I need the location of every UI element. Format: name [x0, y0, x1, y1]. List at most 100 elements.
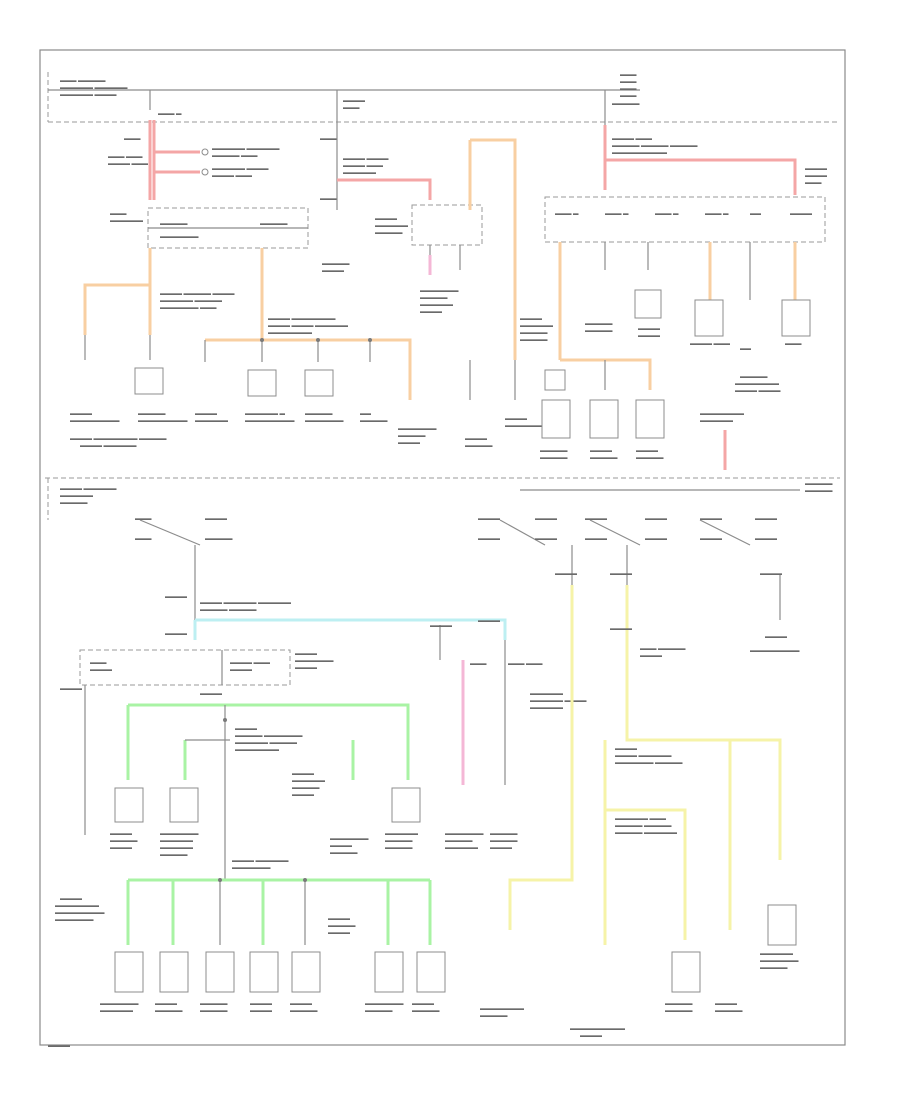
svg-text:▬▬▬▬▬▬: ▬▬▬▬▬▬: [160, 838, 194, 844]
svg-text:▬▬▬▬▬▬▬: ▬▬▬▬▬▬▬: [232, 865, 271, 871]
svg-text:▬▬▬▬▬ ▬▬▬▬▬▬: ▬▬▬▬▬ ▬▬▬▬▬▬: [615, 830, 678, 836]
center-fuse-group: ▬▬▬▬ ▬▬▬ ▬▬▬ ▬▬▬▬ ▬▬▬▬ ▬▬▬▬ ▬▬▬ ▬▬▬▬▬▬ ▬…: [320, 98, 483, 315]
svg-text:▬▬▬▬: ▬▬▬▬: [420, 309, 443, 315]
svg-text:▬▬▬▬: ▬▬▬▬: [250, 1001, 273, 1007]
svg-text:▬▬▬▬▬: ▬▬▬▬▬: [520, 337, 548, 343]
svg-text:▬▬▬▬▬: ▬▬▬▬▬: [328, 923, 356, 929]
svg-text:▬▬▬▬ ▬▬▬: ▬▬▬▬ ▬▬▬: [108, 161, 149, 167]
svg-text:▬▬▬ ▬▬▬: ▬▬▬ ▬▬▬: [508, 661, 543, 667]
svg-text:▬▬▬▬▬: ▬▬▬▬▬: [540, 448, 568, 454]
svg-text:▬▬▬▬▬: ▬▬▬▬▬: [200, 1001, 228, 1007]
svg-text:▬▬▬▬: ▬▬▬▬: [328, 930, 351, 936]
svg-text:▬▬▬▬▬▬: ▬▬▬▬▬▬: [195, 418, 229, 424]
svg-text:▬▬▬▬▬▬ ▬▬▬▬: ▬▬▬▬▬▬ ▬▬▬▬: [60, 92, 117, 98]
svg-text:▬▬▬▬▬: ▬▬▬▬▬: [305, 411, 333, 417]
svg-text:▬▬▬▬▬▬ ▬▬▬▬▬▬: ▬▬▬▬▬▬ ▬▬▬▬▬▬: [212, 146, 280, 152]
svg-text:▬▬▬▬▬: ▬▬▬▬▬: [585, 321, 613, 327]
svg-text:▬▬▬▬▬▬: ▬▬▬▬▬▬: [445, 845, 479, 851]
svg-text:▬▬▬▬▬: ▬▬▬▬▬: [665, 1008, 693, 1014]
svg-text:▬▬▬▬▬▬ ▬▬▬▬: ▬▬▬▬▬▬ ▬▬▬▬: [530, 698, 587, 704]
svg-text:▬▬▬▬▬▬▬▬: ▬▬▬▬▬▬▬▬: [235, 747, 280, 753]
svg-text:▬▬▬▬▬▬▬▬▬: ▬▬▬▬▬▬▬▬▬: [750, 648, 800, 654]
svg-text:▬▬▬▬: ▬▬▬▬: [610, 571, 633, 577]
orange-branch-middle: ▬▬▬▬ ▬▬▬▬▬▬▬▬ ▬▬▬▬ ▬▬▬▬ ▬▬▬▬▬▬ ▬▬▬▬▬▬▬▬ …: [195, 248, 437, 446]
svg-text:▬▬▬▬: ▬▬▬▬: [295, 651, 318, 657]
svg-text:▬▬▬▬: ▬▬▬▬: [640, 653, 663, 659]
svg-text:▬▬▬▬: ▬▬▬▬: [60, 896, 83, 902]
svg-text:▬▬▬▬▬▬: ▬▬▬▬▬▬: [520, 323, 554, 329]
svg-text:▬▬▬▬▬▬▬: ▬▬▬▬▬▬▬: [295, 658, 334, 664]
svg-text:▬▬▬▬: ▬▬▬▬: [290, 1001, 313, 1007]
svg-text:▬▬▬▬▬: ▬▬▬▬▬: [490, 838, 518, 844]
svg-text:▬▬▬: ▬▬▬: [110, 211, 127, 217]
svg-text:▬▬▬▬▬▬: ▬▬▬▬▬▬: [530, 691, 564, 697]
svg-text:▬▬▬▬: ▬▬▬▬: [645, 536, 668, 542]
svg-text:▬▬▬▬: ▬▬▬▬: [322, 268, 345, 274]
svg-text:▬▬▬▬▬▬ ▬▬▬▬▬▬: ▬▬▬▬▬▬ ▬▬▬▬▬▬: [60, 85, 128, 91]
svg-text:▬▬▬▬: ▬▬▬▬: [765, 634, 788, 640]
svg-text:▬▬▬▬: ▬▬▬▬: [638, 333, 661, 339]
svg-text:▬▬▬▬: ▬▬▬▬: [645, 516, 668, 522]
svg-text:▬▬▬ ▬: ▬▬▬ ▬: [655, 211, 679, 217]
svg-text:▬▬▬▬▬▬▬: ▬▬▬▬▬▬▬: [160, 234, 199, 240]
right-fuse-row: ▬▬▬▬▬ ▬▬▬▬ ▬▬▬ ▬▬▬▬▬ ▬▬▬▬▬ ▬▬▬▬▬ ▬▬▬▬▬▬▬…: [544, 101, 828, 394]
svg-text:▬▬▬▬▬▬▬▬▬: ▬▬▬▬▬▬▬▬▬: [138, 418, 188, 424]
svg-text:▬▬▬▬: ▬▬▬▬: [520, 316, 543, 322]
svg-text:▬▬▬: ▬▬▬: [124, 136, 141, 142]
svg-text:▬▬▬▬▬▬ ▬: ▬▬▬▬▬▬ ▬: [245, 411, 286, 417]
svg-text:▬▬▬▬▬▬▬ ▬▬▬▬▬: ▬▬▬▬▬▬▬ ▬▬▬▬▬: [615, 760, 683, 766]
svg-text:▬▬▬▬▬▬▬: ▬▬▬▬▬▬▬: [505, 423, 544, 429]
svg-text:▬▬▬▬: ▬▬▬▬: [205, 516, 228, 522]
svg-text:▬▬▬▬: ▬▬▬▬: [585, 516, 608, 522]
svg-text:▬▬▬▬▬ ▬▬▬▬▬: ▬▬▬▬▬ ▬▬▬▬▬: [200, 607, 257, 613]
svg-text:▬▬▬▬: ▬▬▬▬: [805, 173, 828, 179]
svg-text:▬▬▬▬▬▬: ▬▬▬▬▬▬: [385, 831, 419, 837]
svg-text:▬▬▬▬: ▬▬▬▬: [555, 571, 578, 577]
svg-text:▬▬▬: ▬▬▬: [805, 180, 822, 186]
svg-text:▬▬▬ ▬▬▬▬▬: ▬▬▬ ▬▬▬▬▬: [640, 646, 686, 652]
svg-text:▬▬▬▬▬: ▬▬▬▬▬: [636, 455, 664, 461]
svg-text:▬▬▬: ▬▬▬: [620, 72, 637, 78]
svg-text:▬▬▬▬: ▬▬▬▬: [70, 411, 93, 417]
svg-text:▬▬▬▬▬▬ ▬▬▬▬: ▬▬▬▬▬▬ ▬▬▬▬: [212, 166, 269, 172]
svg-text:▬▬▬▬▬: ▬▬▬▬▬: [445, 838, 473, 844]
svg-text:▬▬▬▬▬▬▬▬▬▬: ▬▬▬▬▬▬▬▬▬▬: [612, 150, 668, 156]
underhood-fuse-block-region: ▬▬▬ ▬▬▬▬▬ ▬▬▬▬▬▬ ▬▬▬▬▬▬ ▬▬▬▬▬▬ ▬▬▬▬ ▬▬▬ …: [47, 72, 840, 123]
svg-text:▬▬▬▬ ▬▬▬▬▬ ▬▬▬▬: ▬▬▬▬ ▬▬▬▬▬ ▬▬▬▬: [160, 291, 235, 297]
svg-text:▬▬▬▬ ▬▬▬: ▬▬▬▬ ▬▬▬: [690, 341, 731, 347]
svg-text:▬▬▬▬▬▬▬▬: ▬▬▬▬▬▬▬▬: [735, 381, 780, 387]
svg-text:▬▬▬: ▬▬▬: [90, 660, 107, 666]
orange-branch-left: ▬▬▬▬ ▬▬▬▬▬ ▬▬▬▬ ▬▬▬▬▬▬ ▬▬▬▬▬ ▬▬▬▬▬▬▬ ▬▬▬…: [70, 248, 235, 449]
left-relay-box: ▬▬▬ ▬▬▬▬▬▬ ▬▬▬▬▬ ▬▬▬▬▬▬▬ ▬▬▬▬▬: [110, 207, 309, 249]
svg-text:▬▬▬▬▬: ▬▬▬▬▬: [205, 536, 233, 542]
svg-text:▬▬▬▬: ▬▬▬▬: [398, 440, 421, 446]
svg-text:▬▬▬▬ ▬▬▬▬▬▬▬▬: ▬▬▬▬ ▬▬▬▬▬▬▬▬: [268, 316, 336, 322]
svg-text:▬▬▬▬▬▬▬: ▬▬▬▬▬▬▬: [420, 288, 459, 294]
svg-text:▬▬▬▬▬▬▬ ▬▬▬: ▬▬▬▬▬▬▬ ▬▬▬: [160, 305, 217, 311]
svg-text:▬▬▬: ▬▬▬: [320, 196, 337, 202]
svg-text:▬▬▬▬▬: ▬▬▬▬▬: [585, 328, 613, 334]
svg-text:▬▬▬▬: ▬▬▬▬: [343, 98, 366, 104]
svg-text:▬▬▬▬▬▬▬: ▬▬▬▬▬▬▬: [760, 958, 799, 964]
svg-text:▬▬▬ ▬▬▬: ▬▬▬ ▬▬▬: [108, 154, 143, 160]
svg-text:▬▬▬▬ ▬▬▬▬▬▬▬▬ ▬▬▬▬▬: ▬▬▬▬ ▬▬▬▬▬▬▬▬ ▬▬▬▬▬: [70, 436, 167, 442]
svg-text:▬▬▬▬▬: ▬▬▬▬▬: [665, 1001, 693, 1007]
svg-text:▬▬▬▬: ▬▬▬▬: [110, 831, 133, 837]
svg-text:▬▬▬▬▬: ▬▬▬▬▬: [540, 455, 568, 461]
svg-text:▬▬▬▬: ▬▬▬▬: [610, 626, 633, 632]
svg-text:▬▬▬▬▬▬ ▬▬▬▬▬: ▬▬▬▬▬▬ ▬▬▬▬▬: [160, 298, 223, 304]
svg-text:▬▬▬▬▬: ▬▬▬▬▬: [138, 411, 166, 417]
green-wire-group: ▬▬▬▬ ▬▬▬▬▬ ▬▬▬▬▬▬▬ ▬▬▬▬▬▬ ▬▬▬▬▬ ▬▬▬▬▬▬▬▬…: [110, 703, 421, 880]
svg-text:▬▬▬▬▬ ▬▬▬▬▬▬▬: ▬▬▬▬▬ ▬▬▬▬▬▬▬: [235, 733, 303, 739]
svg-text:▬▬▬▬▬▬▬: ▬▬▬▬▬▬▬: [55, 917, 94, 923]
svg-text:▬▬: ▬▬: [750, 211, 762, 217]
svg-text:▬▬▬▬: ▬▬▬▬: [755, 536, 778, 542]
svg-text:▬▬▬▬▬▬: ▬▬▬▬▬▬: [420, 302, 454, 308]
svg-text:▬▬▬▬▬: ▬▬▬▬▬: [398, 433, 426, 439]
svg-text:▬▬▬▬: ▬▬▬▬: [636, 448, 659, 454]
svg-text:▬▬▬▬▬: ▬▬▬▬▬: [155, 1008, 183, 1014]
svg-text:▬▬▬▬▬: ▬▬▬▬▬: [805, 488, 833, 494]
svg-text:▬▬▬▬: ▬▬▬▬: [580, 1033, 603, 1039]
svg-text:▬▬▬▬▬▬▬▬: ▬▬▬▬▬▬▬▬: [268, 330, 313, 336]
